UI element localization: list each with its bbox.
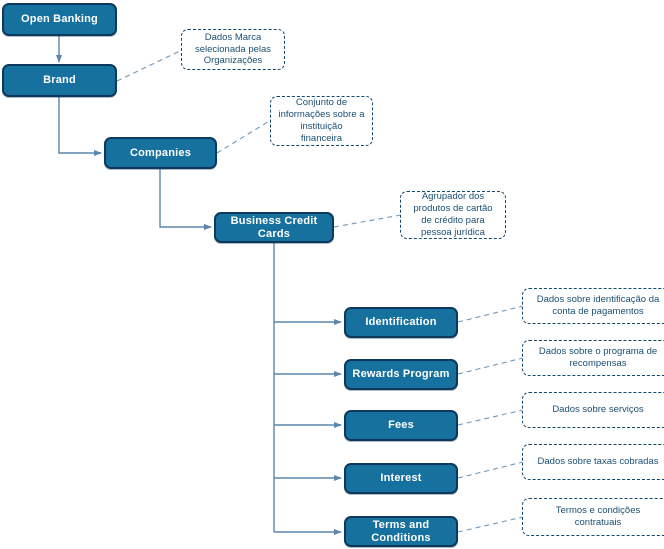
node-identification-label: Identification (365, 316, 437, 329)
callout-interest-note-text: Dados sobre taxas cobradas (537, 456, 659, 468)
node-rewards-program[interactable]: Rewards Program (344, 359, 458, 390)
callout-brand-note-text: Dados Marca selecionada pelas Organizaçõ… (194, 31, 272, 67)
callout-identification-note: Dados sobre identificação da conta de pa… (522, 288, 664, 324)
callout-fees-note: Dados sobre serviços (522, 392, 664, 428)
callout-business-credit-cards-note-text: Agrupador dos produtos de cartão de créd… (413, 191, 493, 238)
leader-interest-note (457, 461, 524, 479)
node-interest[interactable]: Interest (344, 463, 458, 494)
node-companies-label: Companies (129, 146, 192, 159)
leader-business-credit-cards-note (333, 214, 402, 228)
node-identification[interactable]: Identification (344, 307, 458, 338)
node-terms-and-conditions-label: Terms and Conditions (371, 518, 431, 544)
leader-brand-note (116, 49, 183, 82)
node-terms-and-conditions[interactable]: Terms and Conditions (344, 516, 458, 547)
leader-fees-note (457, 409, 524, 426)
callout-companies-note-text: Conjunto de informações sobre a institui… (278, 97, 365, 144)
leader-companies-note (216, 119, 272, 154)
leader-terms-and-conditions-note (457, 516, 524, 533)
callout-fees-note-text: Dados sobre serviços (552, 404, 644, 416)
callout-rewards-program-note: Dados sobre o programa de recompensas (522, 340, 664, 376)
node-open-banking[interactable]: Open Banking (2, 3, 117, 36)
node-fees-label: Fees (388, 419, 414, 432)
callout-identification-note-text: Dados sobre identificação da conta de pa… (536, 294, 660, 317)
node-business-credit-cards[interactable]: Business Credit Cards (214, 212, 334, 243)
node-companies[interactable]: Companies (104, 137, 217, 169)
node-open-banking-label: Open Banking (21, 13, 98, 26)
callout-companies-note: Conjunto de informações sobre a institui… (270, 96, 373, 146)
callout-brand-note: Dados Marca selecionada pelas Organizaçõ… (181, 29, 285, 70)
node-brand[interactable]: Brand (2, 64, 117, 97)
leader-rewards-program-note (457, 357, 524, 375)
callout-business-credit-cards-note: Agrupador dos produtos de cartão de créd… (400, 191, 506, 239)
callout-interest-note: Dados sobre taxas cobradas (522, 444, 664, 480)
callout-rewards-program-note-text: Dados sobre o programa de recompensas (538, 346, 658, 369)
node-rewards-program-label: Rewards Program (352, 368, 450, 381)
node-interest-label: Interest (380, 472, 422, 485)
edge-companies-to-business-credit-cards (159, 169, 212, 230)
edge-brand-to-companies (58, 97, 102, 156)
callout-terms-and-conditions-note: Termos e condições contratuais (522, 498, 664, 536)
node-business-credit-cards-label: Business Credit Cards (230, 214, 318, 240)
node-brand-label: Brand (43, 74, 76, 87)
leader-identification-note (457, 305, 524, 323)
callout-terms-and-conditions-note-text: Termos e condições contratuais (555, 505, 641, 528)
node-fees[interactable]: Fees (344, 410, 458, 441)
